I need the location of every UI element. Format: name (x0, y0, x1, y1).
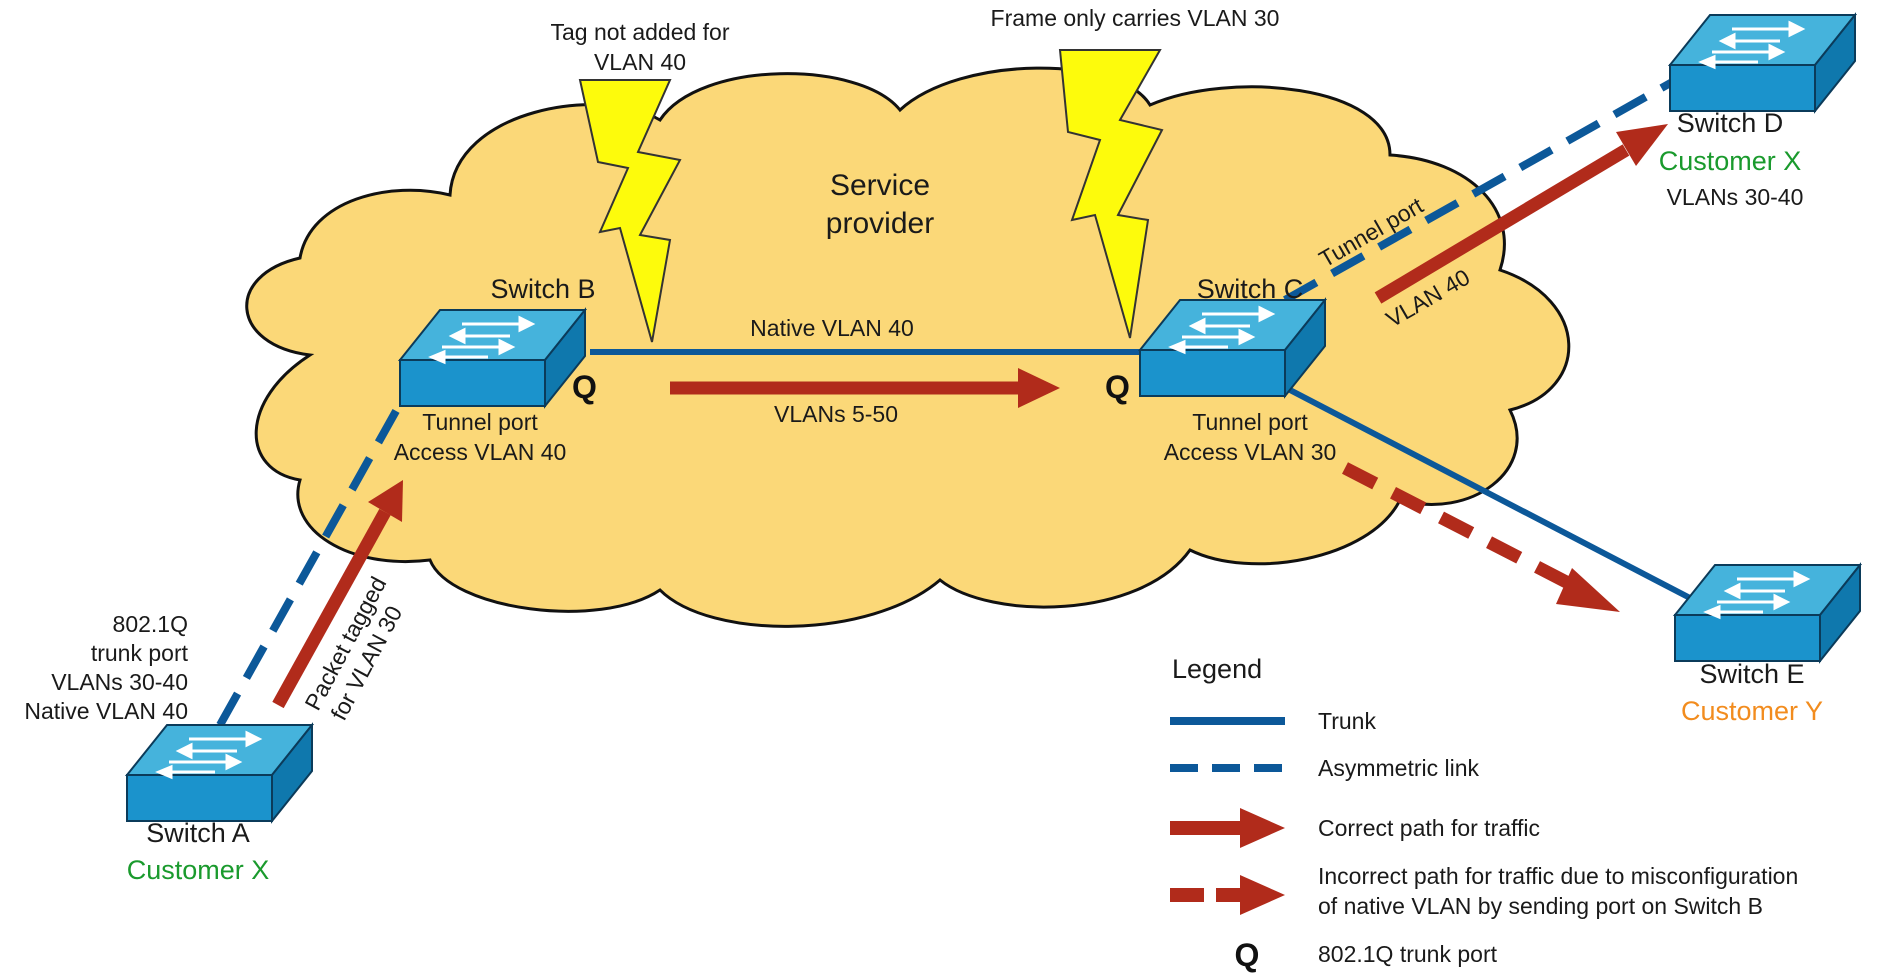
switch-a-icon[interactable] (125, 723, 314, 823)
c-access-vlan: Access VLAN 30 (1164, 439, 1337, 465)
a-trunk-line4: Native VLAN 40 (24, 698, 188, 724)
switch-a-customer: Customer X (127, 855, 270, 885)
tag-not-added-line2: VLAN 40 (594, 49, 686, 75)
switch-b-name: Switch B (490, 274, 595, 304)
tag-not-added-line1: Tag not added for (550, 19, 729, 45)
lightning-bolt-right-icon (1058, 49, 1164, 339)
asymmetric-a-b (216, 393, 409, 727)
legend-correct-label: Correct path for traffic (1318, 815, 1540, 841)
native-vlan-label: Native VLAN 40 (750, 315, 914, 341)
legend-q-label: 802.1Q trunk port (1318, 941, 1498, 967)
correct-path-c-d (1374, 124, 1668, 304)
q-marker-b: Q (572, 369, 597, 405)
incorrect-path-c-e (1342, 462, 1620, 612)
a-trunk-line1: 802.1Q (113, 611, 188, 637)
legend-incorrect-arrowhead (1240, 875, 1285, 915)
service-provider-cloud (245, 66, 1571, 628)
q-marker-c: Q (1105, 369, 1130, 405)
b-tunnel-port: Tunnel port (422, 409, 538, 435)
correct-path-b-c (670, 368, 1060, 408)
legend-asymmetric-label: Asymmetric link (1318, 755, 1480, 781)
switch-e-icon[interactable] (1673, 563, 1862, 663)
a-trunk-line3: VLANs 30-40 (51, 669, 188, 695)
frame-only-carries: Frame only carries VLAN 30 (991, 5, 1280, 31)
legend-q-symbol: Q (1235, 937, 1260, 973)
trunk-c-e (1288, 387, 1692, 601)
cloud-label-line1: Service (830, 169, 930, 202)
switch-b-icon[interactable] (398, 308, 587, 408)
legend: Legend Trunk Asymmetric link Correct pat… (1170, 654, 1798, 973)
a-trunk-line2: trunk port (91, 640, 189, 666)
switch-c-icon[interactable] (1138, 298, 1327, 398)
b-access-vlan: Access VLAN 40 (394, 439, 567, 465)
cloud-label-line2: provider (826, 207, 934, 240)
switch-d-icon[interactable] (1668, 13, 1857, 113)
switch-d-name: Switch D (1677, 108, 1784, 138)
legend-trunk-label: Trunk (1318, 708, 1376, 734)
switch-e-name: Switch E (1699, 659, 1804, 689)
switch-e-customer: Customer Y (1681, 696, 1823, 726)
legend-title: Legend (1172, 654, 1262, 684)
switch-c-name: Switch C (1197, 274, 1304, 304)
legend-incorrect-label-line2: of native VLAN by sending port on Switch… (1318, 893, 1763, 919)
switch-d-customer: Customer X (1659, 146, 1802, 176)
correct-path-a-b (272, 480, 403, 709)
switch-d-vlans: VLANs 30-40 (1667, 184, 1804, 210)
legend-incorrect-label-line1: Incorrect path for traffic due to miscon… (1318, 863, 1798, 889)
vlans-range-label: VLANs 5-50 (774, 401, 898, 427)
legend-correct-arrowhead (1240, 808, 1285, 848)
lightning-bolt-left-icon (578, 79, 682, 343)
c-tunnel-port: Tunnel port (1192, 409, 1308, 435)
asymmetric-c-d (1283, 68, 1692, 304)
switch-a-name: Switch A (146, 818, 250, 848)
